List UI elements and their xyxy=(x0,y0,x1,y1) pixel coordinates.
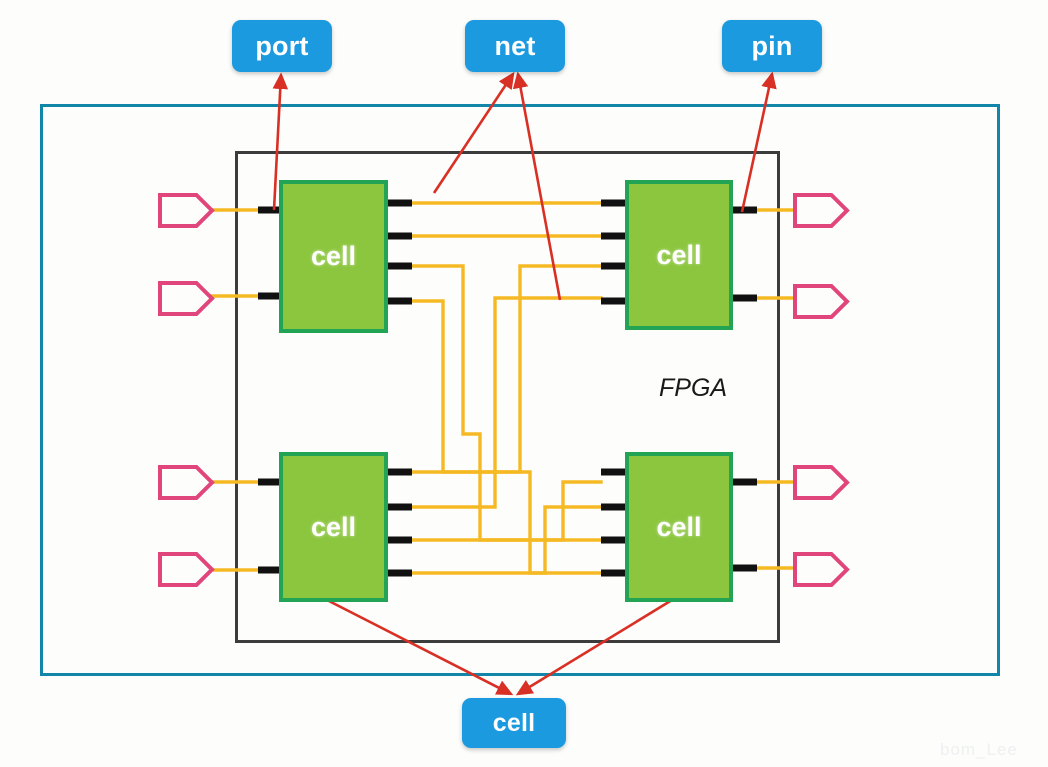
callout-cell-note[interactable]: cell xyxy=(462,698,566,748)
callout-pin[interactable]: pin xyxy=(722,20,822,72)
callout-net[interactable]: net xyxy=(465,20,565,72)
cell-top-left[interactable]: cell xyxy=(279,180,388,333)
cell-label: cell xyxy=(310,511,357,542)
cell-bottom-left[interactable]: cell xyxy=(279,452,388,602)
watermark: bom_Lee xyxy=(940,740,1018,759)
cell-label: cell xyxy=(656,239,702,270)
callout-label: port xyxy=(255,30,309,61)
fpga-label: FPGA xyxy=(659,374,728,402)
cell-bottom-right[interactable]: cell xyxy=(625,452,733,602)
cell-label: cell xyxy=(310,241,357,271)
cell-label: cell xyxy=(656,511,702,542)
cell-top-right[interactable]: cell xyxy=(625,180,733,330)
callout-label: net xyxy=(494,30,536,61)
callout-label: pin xyxy=(751,30,793,61)
callout-port[interactable]: port xyxy=(232,20,332,72)
callout-label: cell xyxy=(492,708,536,737)
